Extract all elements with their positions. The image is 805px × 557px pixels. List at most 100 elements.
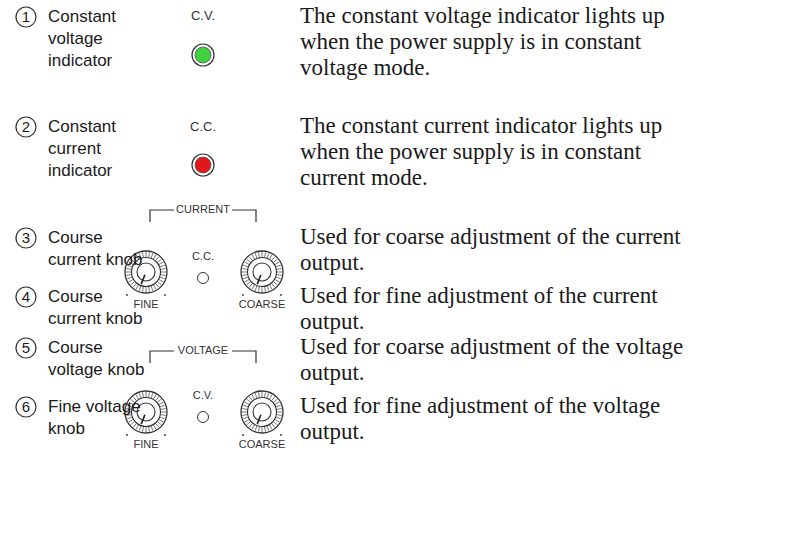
knob-ridge <box>242 272 247 273</box>
knob-ridge <box>262 287 263 292</box>
callout-number: 5 <box>16 339 36 357</box>
knob-ridge <box>277 268 282 270</box>
knob-ridge <box>156 283 159 287</box>
callout-number: 4 <box>16 288 36 306</box>
knob-ridge <box>277 272 282 273</box>
part-description: Used for fine adjustment of the current … <box>300 283 690 335</box>
scale-dot <box>164 294 166 296</box>
knob-ridge <box>131 422 135 425</box>
knob-ridge <box>151 426 153 431</box>
knob-ridge <box>242 274 247 276</box>
indicator-label: C.V. <box>193 389 213 402</box>
knob-ridge <box>136 285 139 289</box>
knob-ridge <box>154 395 157 399</box>
knob-ridge <box>258 287 260 292</box>
knob-ridge <box>276 265 281 267</box>
knob-ridge <box>247 422 251 425</box>
knob-ridge <box>247 282 251 285</box>
knob-ridge <box>262 392 263 397</box>
knob-ridge <box>131 282 135 285</box>
knob-ridge <box>159 262 163 265</box>
knob-ridge <box>267 393 269 398</box>
knob-ridge <box>139 426 141 431</box>
knob-ring <box>248 258 277 287</box>
knob-ridge <box>276 405 281 407</box>
knob-ridge <box>243 265 248 267</box>
knob-label: COARSE <box>239 298 285 311</box>
knob-ridge <box>249 397 252 401</box>
knob-ridge <box>159 280 163 283</box>
knob-ridge <box>267 426 269 431</box>
knob-ridge <box>252 425 255 429</box>
knob-ridge <box>255 393 257 398</box>
scale-dot <box>280 434 282 436</box>
knob-ridge <box>129 280 133 283</box>
indicator-label: C.C. <box>192 250 214 263</box>
knob-ridge <box>160 417 165 419</box>
knob-ridge <box>242 268 247 270</box>
knob-ridge <box>243 417 248 419</box>
knob-ridge <box>245 420 249 423</box>
knob-ridge <box>161 268 166 270</box>
knob-ridge <box>126 274 131 276</box>
knob-ridge <box>146 427 147 432</box>
knob-ridge <box>272 397 275 401</box>
part-name: Fine voltage knob <box>48 396 154 440</box>
knob-ridge <box>245 402 249 405</box>
knob-ridge <box>157 422 161 425</box>
knob-ridge <box>264 392 266 397</box>
knob-ridge <box>160 265 165 267</box>
scale-dot <box>126 434 128 436</box>
knob-ridge <box>161 272 166 273</box>
knob-ridge <box>133 283 136 287</box>
knob-ridge <box>249 257 252 261</box>
knob-ridge <box>245 280 249 283</box>
part-description: Used for fine adjustment of the voltage … <box>300 393 690 445</box>
knob-ridge <box>275 262 279 265</box>
indicator-label: C.C. <box>190 119 216 134</box>
cc-led <box>192 154 214 176</box>
knob-ridge <box>277 412 282 413</box>
knob-ridge <box>272 423 275 427</box>
knob-ridge <box>252 285 255 289</box>
knob-ridge <box>159 420 163 423</box>
knob-ridge <box>160 405 165 407</box>
knob-ridge <box>270 255 273 259</box>
knob-cap <box>253 263 271 281</box>
knob-ridge <box>243 405 248 407</box>
part-name: Constant voltage indicator <box>48 6 154 72</box>
knob-ridge <box>252 395 255 399</box>
knob-ridge <box>157 399 161 402</box>
knob-ridge <box>242 412 247 413</box>
knob-ridge <box>161 412 166 413</box>
knob-ridge <box>146 287 147 292</box>
knob-ridge <box>277 414 282 416</box>
knob-label: COARSE <box>239 438 285 451</box>
knob-pointer <box>141 415 145 424</box>
knob-ridge <box>242 414 247 416</box>
knob-pointer <box>257 415 261 424</box>
knob-ridge <box>151 253 153 258</box>
knob-ridge <box>127 417 132 419</box>
knob-ridge <box>148 252 150 257</box>
scale-dot <box>126 294 128 296</box>
knob-ridge <box>249 283 252 287</box>
knob-ridge <box>161 414 166 416</box>
knob-ridge <box>247 259 251 262</box>
cv-led <box>192 44 214 66</box>
knob-ridge <box>255 253 257 258</box>
knob-ridge <box>264 252 266 257</box>
knob-ridge <box>151 286 153 291</box>
knob-ridge <box>148 287 150 292</box>
knob-ridge <box>276 417 281 419</box>
knob-ridge <box>273 259 277 262</box>
callout-number: 1 <box>16 8 36 26</box>
knob-ridge <box>272 257 275 261</box>
knob-ridge <box>159 402 163 405</box>
knob-ridge <box>154 255 157 259</box>
knob-ridge <box>148 427 150 432</box>
knob-ridge <box>156 423 159 427</box>
knob-ridge <box>154 425 157 429</box>
knob-ridge <box>136 425 139 429</box>
part-description: Used for coarse adjustment of the voltag… <box>300 334 690 386</box>
